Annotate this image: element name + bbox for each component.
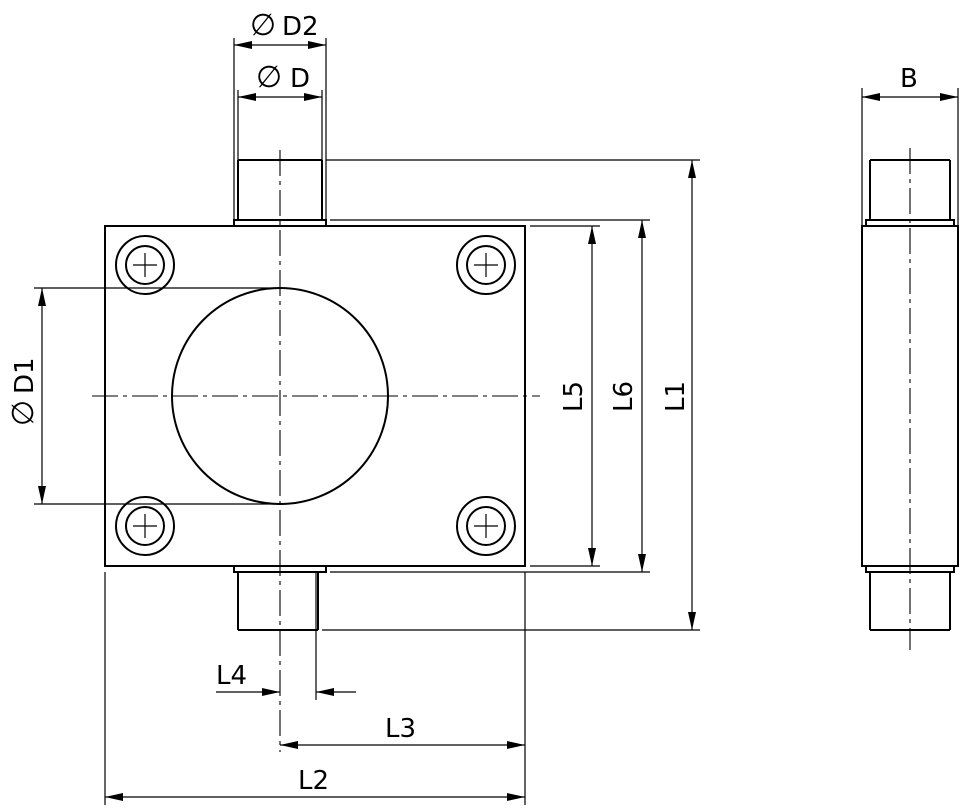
mounting-hole-top-right bbox=[456, 235, 516, 295]
dim-l6-label: L6 bbox=[609, 381, 639, 412]
dim-l5: L5 bbox=[530, 225, 600, 567]
dim-l3: L3 bbox=[280, 714, 525, 749]
dim-b: B bbox=[861, 64, 959, 226]
side-view bbox=[861, 148, 959, 650]
dim-l1: L1 bbox=[322, 159, 700, 631]
dim-b-label: B bbox=[900, 64, 918, 94]
dim-l4-label: L4 bbox=[216, 661, 247, 691]
dim-l2: L2 bbox=[104, 572, 526, 805]
dim-d: ∅ D bbox=[237, 60, 323, 160]
dim-d1-label: D1 bbox=[10, 357, 40, 394]
dim-l6: L6 bbox=[330, 219, 650, 573]
mounting-hole-top-left bbox=[115, 235, 175, 295]
dim-l3-label: L3 bbox=[385, 714, 416, 744]
dim-d1: ∅ D1 bbox=[6, 287, 280, 505]
dim-l4: L4 bbox=[216, 572, 356, 700]
dim-l1-label: L1 bbox=[661, 381, 691, 412]
mounting-hole-bottom-left bbox=[115, 496, 175, 556]
dim-d2-symbol: ∅ bbox=[250, 8, 276, 43]
dim-l2-label: L2 bbox=[298, 766, 329, 796]
dim-d2-label: D2 bbox=[282, 12, 319, 42]
dim-d-symbol: ∅ bbox=[256, 60, 282, 95]
mounting-hole-bottom-right bbox=[456, 496, 516, 556]
dim-l5-label: L5 bbox=[559, 381, 589, 412]
dim-d2: ∅ D2 bbox=[233, 8, 327, 220]
dim-d-label: D bbox=[290, 64, 310, 94]
dim-d1-symbol: ∅ bbox=[6, 400, 41, 426]
